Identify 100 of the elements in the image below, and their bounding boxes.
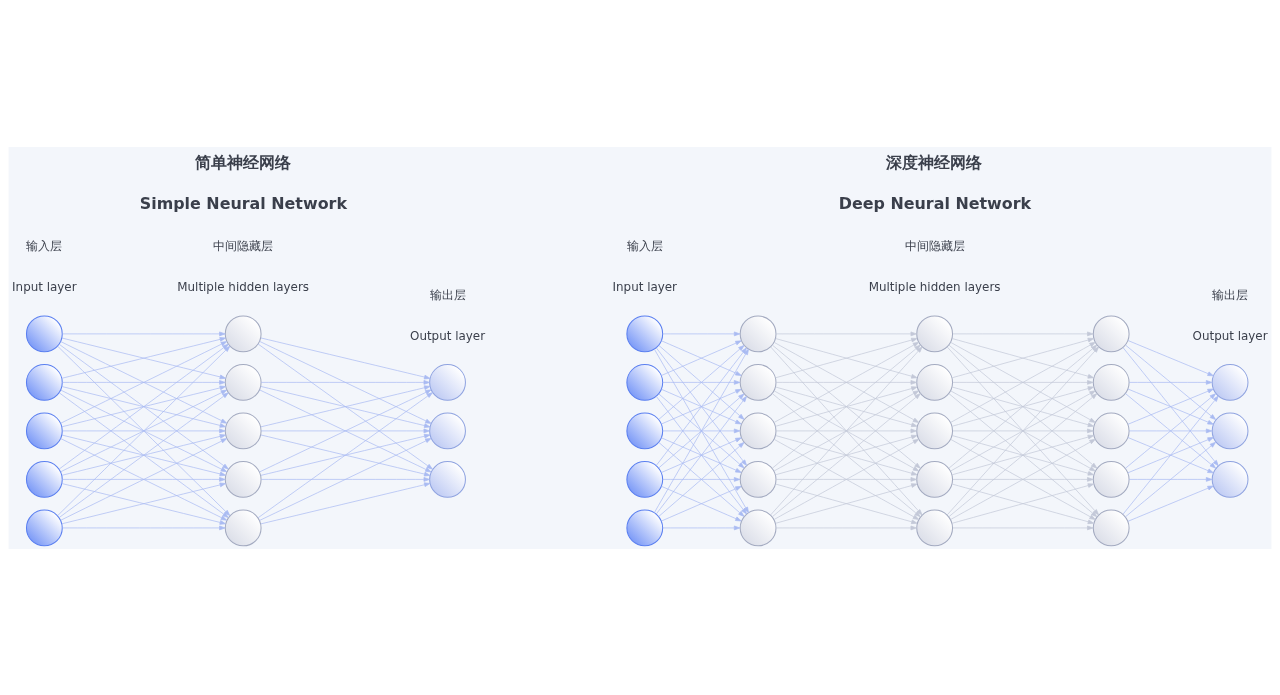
arrow xyxy=(775,379,917,385)
arrow xyxy=(950,389,1096,471)
arrow xyxy=(773,341,920,423)
arrow xyxy=(771,344,921,469)
arrow xyxy=(61,428,226,433)
arrow xyxy=(952,525,1094,530)
arrow xyxy=(775,476,917,482)
label: 深度神经网络 xyxy=(886,152,983,172)
label: Input layer xyxy=(612,279,678,294)
arrow xyxy=(1122,395,1219,515)
arrow xyxy=(260,379,430,385)
node-circle xyxy=(25,363,63,401)
node-circle xyxy=(25,509,63,546)
arrow xyxy=(1128,428,1213,433)
arrow xyxy=(1122,346,1219,466)
arrow xyxy=(770,346,923,515)
node-circle xyxy=(626,509,664,546)
arrow xyxy=(771,392,921,517)
node-circle xyxy=(626,363,664,401)
arrow xyxy=(662,476,741,482)
arrow xyxy=(773,389,920,471)
arrow xyxy=(60,340,228,424)
node-circle xyxy=(626,412,664,449)
arrow xyxy=(57,345,231,516)
arrow xyxy=(655,346,747,466)
label: Multiple hidden layers xyxy=(177,279,310,294)
arrow xyxy=(61,476,226,482)
arrow xyxy=(662,331,741,336)
label: 输出层 xyxy=(1212,287,1249,301)
arrow xyxy=(1127,339,1214,376)
arrow xyxy=(662,428,741,433)
arrow xyxy=(61,379,226,385)
arrow xyxy=(775,428,917,433)
node-circle xyxy=(429,363,466,401)
arrow xyxy=(1128,476,1213,482)
label: 中间隐藏层 xyxy=(213,238,274,253)
arrow xyxy=(775,331,917,336)
arrow xyxy=(259,340,432,424)
label: 输出层 xyxy=(429,287,466,301)
arrow xyxy=(1127,485,1214,522)
label: Input layer xyxy=(12,279,77,294)
arrow xyxy=(1127,436,1214,473)
node-circle xyxy=(626,314,664,352)
node-circle xyxy=(1092,412,1130,449)
label: Output layer xyxy=(410,328,486,343)
arrow xyxy=(662,525,741,530)
arrow xyxy=(653,348,749,513)
arrow xyxy=(1125,344,1216,420)
arrow xyxy=(260,337,431,379)
arrow xyxy=(260,476,430,482)
arrow xyxy=(952,379,1094,385)
label: 输入层 xyxy=(26,238,63,253)
node-circle xyxy=(25,460,63,498)
node-circle xyxy=(224,412,262,449)
node-circle xyxy=(25,412,63,449)
arrow xyxy=(1127,388,1214,425)
arrow xyxy=(661,388,742,424)
arrow xyxy=(950,341,1096,423)
arrow xyxy=(952,428,1094,433)
arrow xyxy=(61,525,226,530)
arrow xyxy=(952,331,1094,336)
arrow xyxy=(658,441,745,517)
arrow xyxy=(257,391,433,518)
label: Multiple hidden layers xyxy=(868,279,1001,294)
label: 中间隐藏层 xyxy=(904,238,965,253)
node-circle xyxy=(429,412,466,449)
arrow xyxy=(661,485,742,521)
arrow xyxy=(60,437,228,521)
arrow xyxy=(60,389,228,472)
arrow xyxy=(260,481,431,524)
arrow xyxy=(59,343,229,469)
arrow xyxy=(1125,441,1216,517)
arrow xyxy=(952,476,1094,482)
label: 简单神经网络 xyxy=(194,152,291,172)
arrow xyxy=(658,344,745,420)
arrow xyxy=(655,395,747,514)
arrow xyxy=(61,331,226,336)
label: 输入层 xyxy=(626,238,663,253)
arrow xyxy=(946,346,1100,515)
node-circle xyxy=(626,460,664,498)
arrow xyxy=(951,337,1095,378)
arrow xyxy=(260,428,430,433)
arrow xyxy=(259,437,432,521)
arrow xyxy=(662,379,741,385)
label: Deep Neural Network xyxy=(838,193,1032,213)
label: Simple Neural Network xyxy=(139,193,347,213)
arrow xyxy=(1128,379,1213,385)
arrow xyxy=(948,344,1098,469)
arrow xyxy=(775,337,918,378)
node-circle xyxy=(25,314,63,352)
arrow xyxy=(257,343,433,470)
arrow xyxy=(775,525,917,530)
arrow xyxy=(950,438,1096,520)
label: Output layer xyxy=(1192,328,1268,343)
arrow xyxy=(948,392,1098,517)
node-circle xyxy=(916,412,954,449)
arrow xyxy=(259,389,432,472)
node-circle xyxy=(429,460,466,498)
arrow xyxy=(658,393,745,468)
arrow xyxy=(773,438,920,520)
